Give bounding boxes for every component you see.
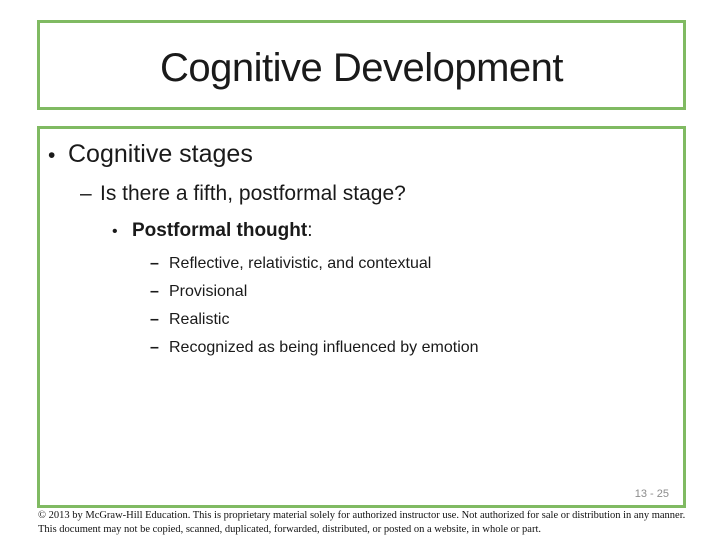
sub-bullet-text: Recognized as being influenced by emotio… [169,339,479,356]
title-box: Cognitive Development [37,20,686,110]
sub-bullet-item: – Realistic [150,306,479,334]
sub-bullet-text: Reflective, relativistic, and contextual [169,255,432,272]
bullet-level1-text: Cognitive stages [68,140,253,168]
dash-icon: – [150,283,159,300]
bullet-level3-text: Postformal thought: [132,220,312,242]
dash-icon: – [150,311,159,328]
bullet-level2-text: Is there a fifth, postformal stage? [100,182,406,205]
slide-title: Cognitive Development [159,46,564,90]
sub-bullet-list: – Reflective, relativistic, and contextu… [150,250,479,362]
bullet-level3-colon: : [307,220,313,241]
sub-bullet-item: – Recognized as being influenced by emot… [150,334,479,362]
sub-bullet-item: – Reflective, relativistic, and contextu… [150,250,479,278]
copyright-footer: © 2013 by McGraw-Hill Education. This is… [38,510,686,536]
sub-bullet-text: Realistic [169,311,230,328]
dash-icon: – [150,255,159,272]
bullet-level3: • Postformal thought: [112,220,312,242]
bullet-level1: • Cognitive stages [48,140,253,169]
sub-bullet-item: – Provisional [150,278,479,306]
dash-icon: – [80,182,92,205]
bullet-icon: • [48,144,56,167]
page-number: 13 - 25 [634,488,669,500]
bullet-icon: • [112,223,118,240]
content-box: 13 - 25 [37,126,686,508]
bullet-level2: – Is there a fifth, postformal stage? [80,182,406,206]
sub-bullet-text: Provisional [169,283,248,300]
bullet-level3-bold-text: Postformal thought [132,220,308,241]
dash-icon: – [150,339,159,356]
